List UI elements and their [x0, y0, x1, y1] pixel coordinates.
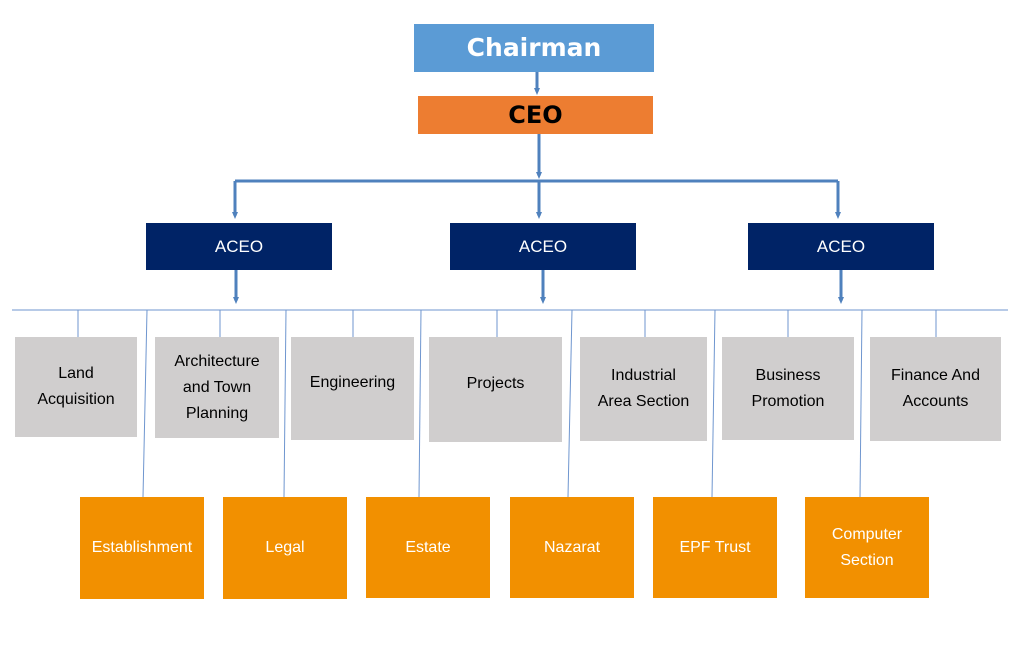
- section-label: Establishment: [91, 539, 193, 556]
- aceo-box-3: ACEO: [748, 223, 934, 270]
- section-label: Legal: [265, 539, 305, 556]
- ceo-box: CEO: [418, 96, 653, 134]
- department-business-promotion: Business Promotion: [722, 337, 854, 440]
- aceo-box-2: ACEO: [450, 223, 636, 270]
- section-estate: Estate: [366, 497, 490, 598]
- department-label: Finance And Accounts: [891, 367, 980, 410]
- section-label: EPF Trust: [679, 538, 751, 556]
- department-engineering: Engineering: [291, 337, 414, 440]
- department-label: Architecture and Town Planning: [174, 352, 260, 422]
- department-architecture-town-planning: Architecture and Town Planning: [155, 337, 279, 438]
- aceo-label: ACEO: [214, 236, 264, 256]
- department-finance-accounts: Finance And Accounts: [870, 337, 1001, 441]
- aceo-label: ACEO: [518, 236, 568, 256]
- section-label: Estate: [405, 538, 451, 556]
- department-label: Land Acquisition: [37, 365, 115, 408]
- department-label: Business Promotion: [751, 366, 825, 410]
- chairman-label: Chairman: [466, 33, 602, 62]
- section-epf-trust: EPF Trust: [653, 497, 777, 598]
- aceo-box-1: ACEO: [146, 223, 332, 270]
- section-establishment: Establishment: [80, 497, 204, 599]
- department-industrial-area-section: Industrial Area Section: [580, 337, 707, 441]
- ceo-label: CEO: [508, 101, 563, 129]
- department-label: Projects: [466, 374, 525, 392]
- section-computer-section: Computer Section: [805, 497, 929, 598]
- department-label: Engineering: [309, 373, 396, 391]
- section-label: Nazarat: [543, 538, 601, 556]
- chairman-box: Chairman: [414, 24, 654, 72]
- aceo-label: ACEO: [816, 236, 866, 256]
- department-projects: Projects: [429, 337, 562, 442]
- department-label: Industrial Area Section: [597, 367, 690, 410]
- section-label: Computer Section: [831, 525, 903, 569]
- section-legal: Legal: [223, 497, 347, 599]
- section-nazarat: Nazarat: [510, 497, 634, 598]
- department-land-acquisition: Land Acquisition: [15, 337, 137, 437]
